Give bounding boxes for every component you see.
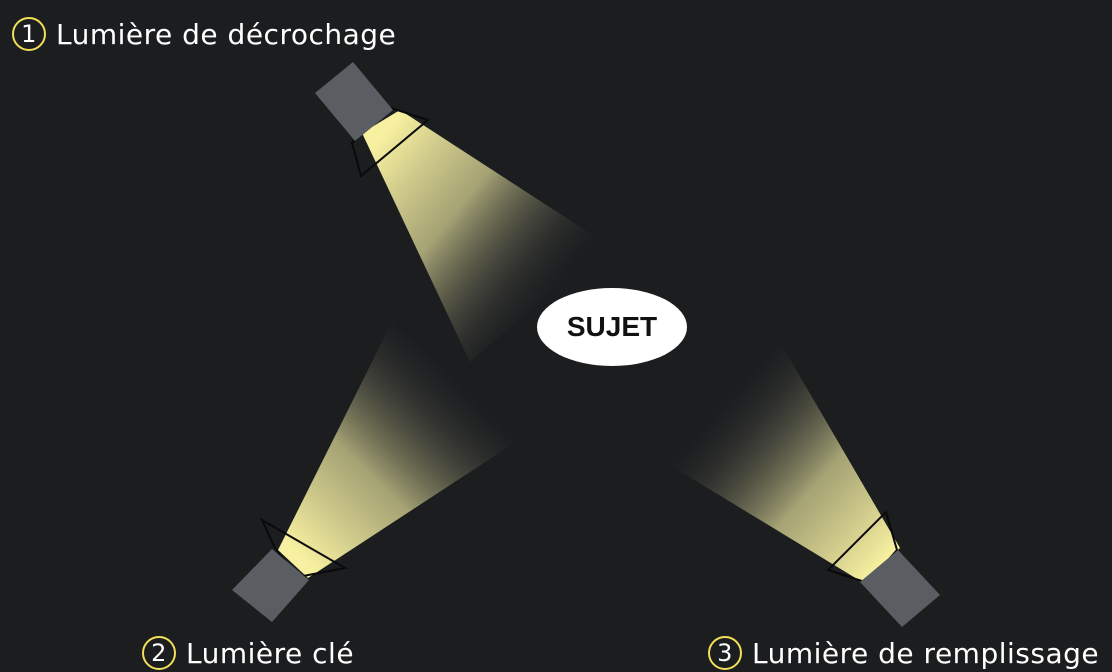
subject-ellipse: SUJET	[537, 288, 687, 366]
light-1-label: Lumière de décrochage	[56, 17, 397, 51]
light-3-label: Lumière de remplissage	[752, 636, 1100, 670]
key-light-beam	[278, 322, 522, 578]
key-light-body	[232, 549, 309, 622]
back-light-beam	[362, 110, 605, 362]
fill-light-beam	[650, 325, 900, 582]
back-light-body	[315, 62, 393, 141]
light-2-caption: 2 Lumière clé	[142, 636, 354, 670]
light-3-number-badge: 3	[708, 636, 742, 670]
light-1-caption: 1 Lumière de décrochage	[12, 17, 396, 51]
light-3-caption: 3 Lumière de remplissage	[708, 636, 1099, 670]
subject-label: SUJET	[566, 311, 658, 342]
fill-light	[650, 325, 940, 627]
key-light	[232, 322, 522, 622]
light-2-label: Lumière clé	[186, 636, 355, 670]
fill-light-body	[860, 550, 940, 627]
light-1-number-badge: 1	[12, 17, 46, 51]
back-light	[315, 62, 605, 362]
light-2-number-badge: 2	[142, 636, 176, 670]
